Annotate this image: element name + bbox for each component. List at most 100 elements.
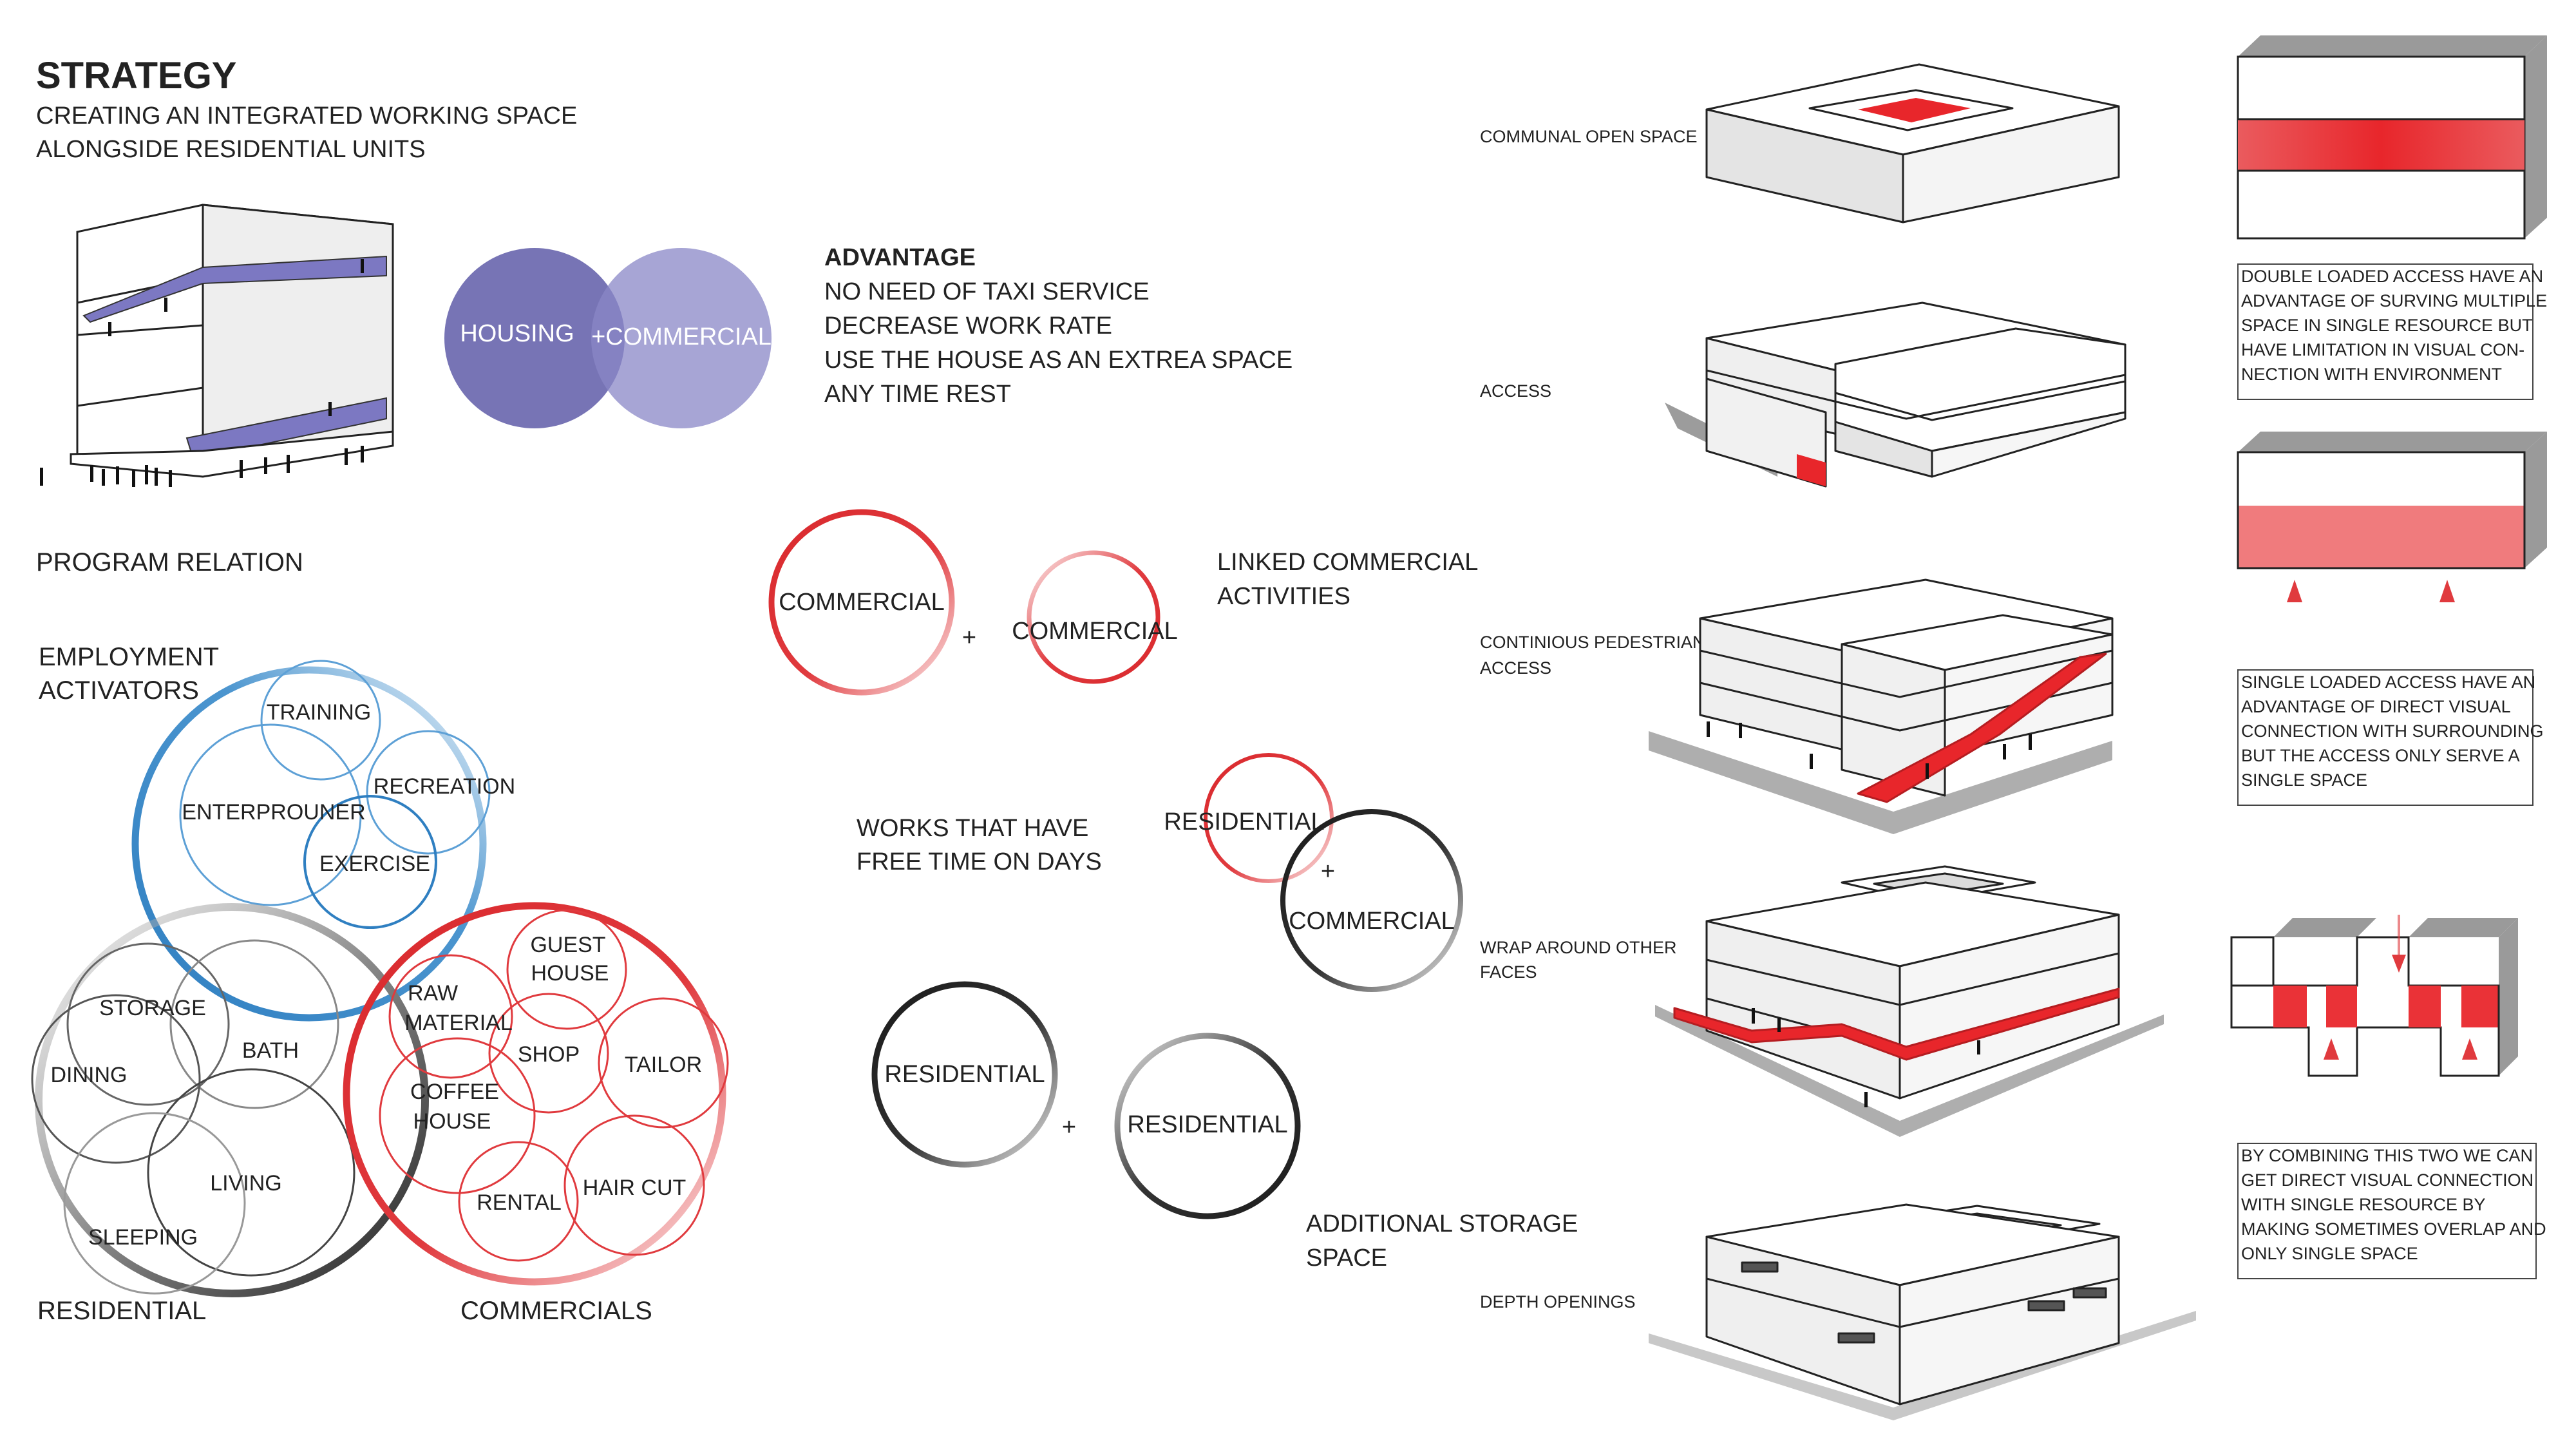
pedestrian-people [1707, 721, 2032, 779]
people-silhouettes [40, 259, 364, 487]
diagram-label-depth-openings: DEPTH OPENINGS [1480, 1292, 1636, 1312]
diagram-label-wrap-line-1: WRAP AROUND OTHER [1480, 938, 1677, 957]
commercial-item-tailor: TAILOR [625, 1053, 702, 1077]
diagram-pedestrian-access [1649, 578, 2114, 834]
page-title: STRATEGY [36, 55, 237, 97]
commercial-item-coffee-line-2: HOUSE [413, 1109, 491, 1134]
page-subtitle-line-1: CREATING AN INTEGRATED WORKING SPACE [36, 102, 577, 129]
commercials-group-label: COMMERCIALS [460, 1297, 652, 1325]
program-relation-title: PROGRAM RELATION [36, 548, 303, 577]
employment-ring [131, 666, 487, 1022]
note-double-line-3: SPACE IN SINGLE RESOURCE BUT [2241, 316, 2533, 335]
diagram-wrap-around [1655, 865, 2164, 1137]
note-combined: BY COMBINING THIS TWO WE CAN GET DIRECT … [2237, 1143, 2546, 1279]
commercial-item-rental: RENTAL [477, 1190, 562, 1215]
diagram-access [1665, 301, 2126, 488]
diagram-depth-openings [1649, 1203, 2196, 1420]
relation-3-note-line-2: SPACE [1306, 1245, 1387, 1272]
relation-2-note-line-2: FREE TIME ON DAYS [857, 848, 1102, 875]
residential-group-label: RESIDENTIAL [37, 1297, 206, 1325]
note-single-loaded: SINGLE LOADED ACCESS HAVE AN ADVANTAGE O… [2237, 669, 2543, 806]
advantage-item-2: DECREASE WORK RATE [824, 312, 1112, 339]
relation-1-note-line-1: LINKED COMMERCIAL [1217, 549, 1478, 576]
note-double-line-4: HAVE LIMITATION IN VISUAL CON- [2241, 340, 2524, 359]
diagram-label-wrap-line-2: FACES [1480, 962, 1537, 982]
relation-1-circle-b [1027, 550, 1160, 684]
residential-item-bath: BATH [242, 1038, 299, 1063]
advantage-item-1: NO NEED OF TAXI SERVICE [824, 278, 1150, 305]
diagram-label-access: ACCESS [1480, 381, 1551, 401]
employment-item-recreation: RECREATION [374, 774, 515, 799]
employment-label-line-2: ACTIVATORS [39, 676, 199, 705]
relation-2-circle-b [1280, 809, 1463, 992]
diagram-label-communal-open-space: COMMUNAL OPEN SPACE [1480, 127, 1698, 146]
venn-housing-label: HOUSING [460, 320, 574, 347]
panel-single-arrows [2287, 580, 2455, 663]
residential-item-sleeping: SLEEPING [88, 1225, 198, 1250]
note-double-loaded: DOUBLE LOADED ACCESS HAVE AN ADVANTAGE O… [2237, 263, 2547, 400]
employment-item-exercise: EXERCISE [319, 852, 430, 876]
relation-1-plus: + [962, 624, 976, 651]
commercial-item-guest-line-1: GUEST [530, 933, 605, 957]
relation-2-note-line-1: WORKS THAT HAVE [857, 815, 1088, 842]
note-double-line-5: NECTION WITH ENVIRONMENT [2241, 365, 2502, 384]
relation-3-label-a: RESIDENTIAL [884, 1061, 1045, 1088]
advantage-heading: ADVANTAGE [824, 244, 976, 271]
residential-item-dining: DINING [51, 1063, 128, 1087]
note-single-line-4: BUT THE ACCESS ONLY SERVE A [2241, 746, 2520, 765]
panel-combined [2230, 918, 2518, 1077]
commercial-item-guest-line-2: HOUSE [531, 961, 609, 986]
page-subtitle-line-2: ALONGSIDE RESIDENTIAL UNITS [36, 136, 426, 163]
commercial-item-raw-line-2: MATERIAL [404, 1011, 513, 1035]
diagram-label-pedestrian-line-1: CONTINIOUS PEDESTRIAN [1480, 633, 1705, 652]
employment-label-line-1: EMPLOYMENT [39, 643, 219, 671]
relation-2-plus: + [1321, 858, 1335, 885]
relation-3-circle-b [1114, 1033, 1301, 1219]
relation-2-circle-a [1204, 753, 1334, 883]
diagram-label-pedestrian-line-2: ACCESS [1480, 658, 1551, 678]
note-combined-line-1: BY COMBINING THIS TWO WE CAN [2241, 1146, 2533, 1165]
note-single-line-2: ADVANTAGE OF DIRECT VISUAL [2241, 697, 2511, 716]
relation-3-label-b: RESIDENTIAL [1127, 1111, 1287, 1138]
residential-item-storage: STORAGE [99, 996, 206, 1020]
note-double-line-1: DOUBLE LOADED ACCESS HAVE AN [2241, 267, 2543, 286]
housing-commercial-venn: HOUSING +COMMERCIAL [444, 248, 772, 428]
employment-item-enterprouner: ENTERPROUNER [182, 800, 365, 825]
relation-3-circle-a [871, 981, 1058, 1168]
note-combined-line-3: WITH SINGLE RESOURCE BY [2241, 1195, 2486, 1214]
relation-1-note-line-2: ACTIVITIES [1217, 583, 1350, 610]
employment-item-training: TRAINING [267, 700, 371, 725]
relation-3-note-line-1: ADDITIONAL STORAGE [1306, 1210, 1578, 1237]
note-single-line-3: CONNECTION WITH SURROUNDING [2241, 721, 2543, 741]
note-single-line-5: SINGLE SPACE [2241, 770, 2367, 790]
section-building-illustration [70, 204, 394, 478]
commercial-item-haircut: HAIR CUT [583, 1176, 687, 1200]
wrap-people [1752, 1008, 1980, 1107]
diagram-communal-open-space [1705, 63, 2120, 224]
residential-item-living: LIVING [210, 1171, 281, 1196]
commercial-item-raw-line-1: RAW [408, 981, 458, 1006]
commercial-item-coffee-line-1: COFFEE [410, 1080, 499, 1104]
residential-ring [35, 903, 429, 1297]
note-combined-line-4: MAKING SOMETIMES OVERLAP AND [2241, 1219, 2546, 1239]
note-combined-line-2: GET DIRECT VISUAL CONNECTION [2241, 1170, 2533, 1190]
relation-1-circle-a [768, 509, 955, 696]
relation-3-plus: + [1062, 1114, 1076, 1141]
note-single-line-1: SINGLE LOADED ACCESS HAVE AN [2241, 673, 2535, 692]
program-relation-diagram [31, 660, 729, 1297]
commercials-ring [343, 902, 726, 1286]
panel-single-loaded [2237, 432, 2547, 569]
panel-combined-arrows [2324, 915, 2477, 1108]
housing-circle [444, 248, 625, 428]
advantage-item-4: ANY TIME REST [824, 381, 1011, 408]
panel-double-loaded [2237, 35, 2547, 240]
venn-commercial-label: +COMMERCIAL [591, 323, 772, 350]
commercial-item-shop: SHOP [518, 1042, 580, 1067]
relation-1-label-a: COMMERCIAL [779, 589, 945, 616]
commercial-circle [591, 248, 772, 428]
advantage-item-3: USE THE HOUSE AS AN EXTREA SPACE [824, 347, 1293, 374]
relation-1-label-b: COMMERCIAL [1012, 618, 1178, 645]
relation-2-label-b: COMMERCIAL [1289, 908, 1455, 935]
note-combined-line-5: ONLY SINGLE SPACE [2241, 1244, 2418, 1263]
